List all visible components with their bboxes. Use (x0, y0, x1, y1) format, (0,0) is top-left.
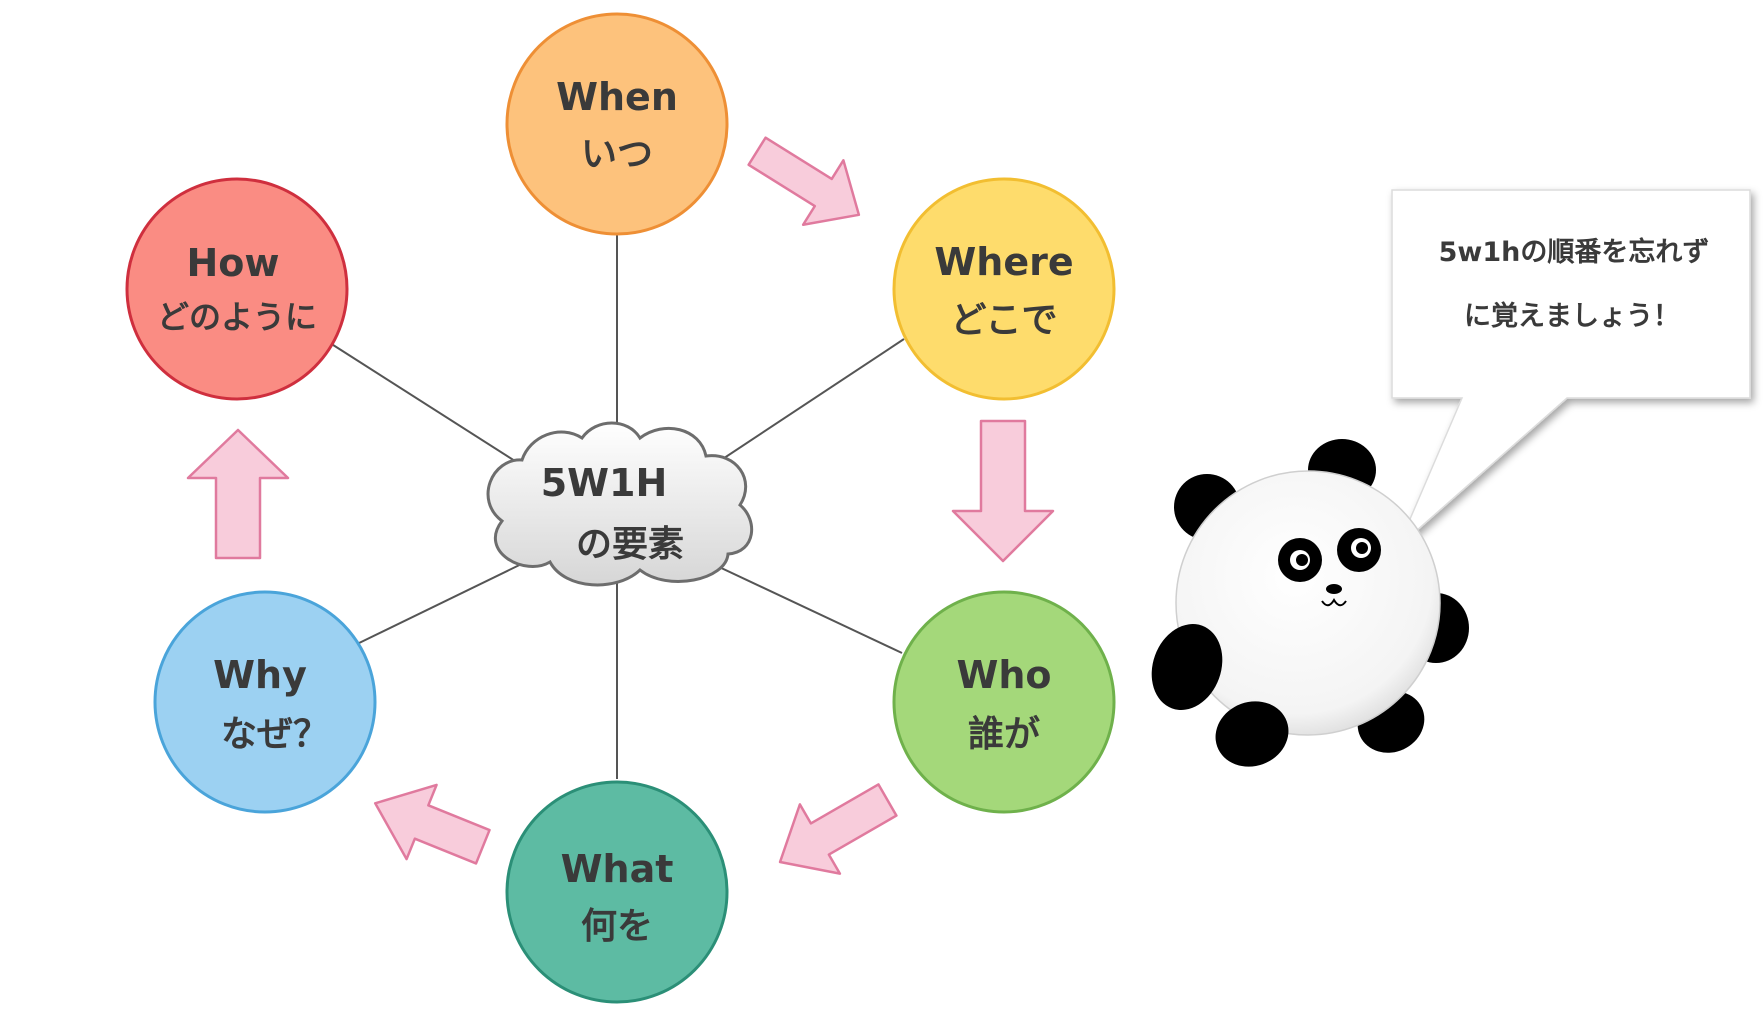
arrow-who-to-what (778, 783, 898, 875)
connector-lines (329, 234, 905, 779)
node-label-ja-when: いつ (581, 134, 653, 175)
arrow-when-to-where (747, 136, 861, 227)
node-how: How どのように (125, 177, 349, 401)
node-why: Why なぜ？ (153, 590, 377, 814)
panda-mouth (1321, 598, 1347, 607)
node-when: When いつ (505, 12, 729, 236)
arrow-why-to-how (186, 428, 290, 560)
node-circle-where (892, 177, 1116, 401)
panda-paw-bottom (1215, 701, 1289, 767)
connector-why (354, 554, 541, 646)
flow-arrows (186, 136, 1055, 875)
node-circle-who (892, 590, 1116, 814)
node-label-ja-who: 誰が (968, 714, 1040, 755)
node-label-ja-where: どこで (951, 300, 1058, 341)
arrow-what-to-why (373, 783, 491, 865)
panda-nose (1326, 584, 1342, 594)
center-title: 5W1H (541, 461, 668, 505)
node-label-ja-how: どのように (157, 298, 317, 336)
panda-pupil-left (1296, 554, 1308, 566)
node-circle-why (153, 590, 377, 814)
connector-who (699, 557, 903, 654)
node-label-ja-what: 何を (581, 906, 653, 947)
arrow-where-to-who (951, 419, 1055, 563)
panda-pupil-right (1356, 542, 1368, 554)
node-label-en-how: How (186, 241, 279, 285)
node-circle-how (125, 177, 349, 401)
connector-how (329, 342, 541, 478)
cloud-shape (486, 421, 754, 587)
node-label-en-where: Where (934, 240, 1073, 284)
speech-text-line1: 5w1hの順番を忘れず (1439, 236, 1710, 268)
center-subtitle: の要素 (576, 524, 684, 565)
node-label-en-when: When (556, 75, 678, 119)
center-cloud: 5W1H の要素 (486, 421, 754, 587)
node-what: What 何を (505, 780, 729, 1004)
connector-where (699, 338, 905, 475)
node-where: Where どこで (892, 177, 1116, 401)
panda-paw-left (1151, 624, 1223, 710)
node-label-en-why: Why (213, 653, 307, 697)
panda-mascot (1151, 439, 1469, 767)
node-label-en-who: Who (956, 653, 1051, 697)
speech-bubble (1391, 189, 1751, 548)
speech-bubble-shape (1391, 189, 1751, 548)
node-circle-when (505, 12, 729, 236)
panda-body (1175, 470, 1441, 736)
node-label-en-what: What (561, 847, 674, 891)
node-who: Who 誰が (892, 590, 1116, 814)
node-label-ja-why: なぜ？ (221, 714, 329, 755)
speech-text-line2: に覚えましょう！ (1464, 301, 1680, 332)
node-circle-what (505, 780, 729, 1004)
